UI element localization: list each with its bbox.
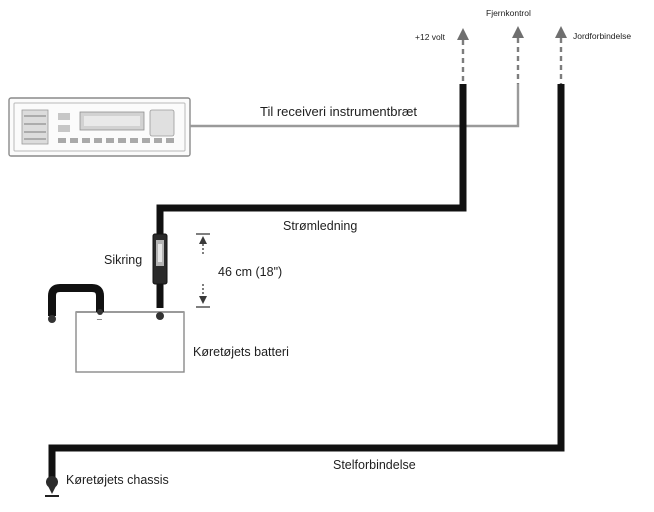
label-stelforbindelse: Stelforbindelse xyxy=(333,458,416,472)
fuse-holder xyxy=(152,233,168,308)
label-battery: Køretøjets batteri xyxy=(193,345,289,359)
power-lead-wire xyxy=(156,84,467,236)
arrow-ground xyxy=(555,26,567,84)
distance-dimension xyxy=(196,233,210,308)
svg-text:−: − xyxy=(96,315,103,324)
arrow-remote xyxy=(512,26,524,84)
label-stroemledning: Strømledning xyxy=(283,219,358,233)
label-fjernkontrol: Fjernkontrol xyxy=(486,8,531,18)
label-12-volt: +12 volt xyxy=(415,32,446,42)
label-chassis: Køretøjets chassis xyxy=(66,473,169,487)
receiver-head-unit xyxy=(8,97,191,157)
label-distance: 46 cm (18") xyxy=(218,265,283,279)
label-sikring: Sikring xyxy=(104,253,143,267)
chassis-ground-terminal xyxy=(45,476,59,497)
ground-lead-wire xyxy=(48,84,565,478)
label-jordforbindelse: Jordforbindelse xyxy=(573,31,632,41)
battery-negative-cable xyxy=(48,284,104,323)
label-til-receiver: Til receiveri instrumentbræt xyxy=(260,104,418,119)
arrow-12volt xyxy=(457,28,469,84)
vehicle-battery: − xyxy=(75,311,185,373)
